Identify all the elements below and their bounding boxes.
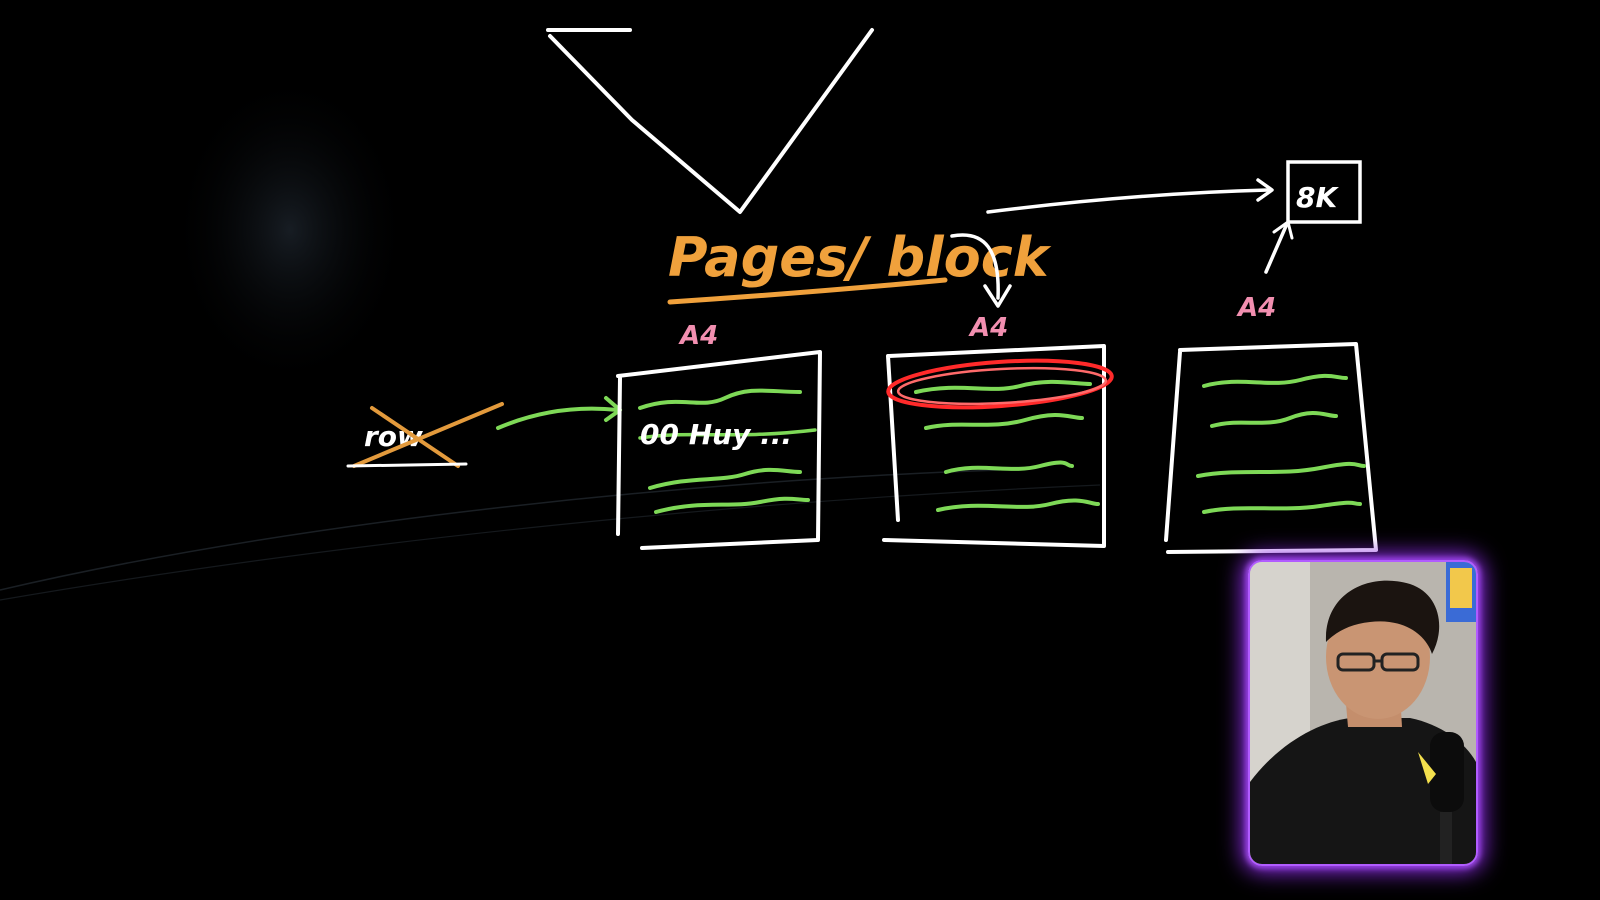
funnel-shape xyxy=(546,28,874,214)
record-line xyxy=(1202,500,1362,514)
cross-out-stroke xyxy=(370,406,460,468)
background-wave xyxy=(0,469,1001,591)
page-label-1: A4 xyxy=(678,321,718,351)
diagram-title: Pages/ block xyxy=(668,226,1052,289)
arrow-head xyxy=(1272,220,1294,240)
page-to-size-arrow xyxy=(1264,224,1288,274)
title-to-page-arrow xyxy=(950,233,1000,300)
record-line xyxy=(1210,410,1338,428)
highlight-circle xyxy=(886,358,1114,410)
record-line xyxy=(944,460,1074,474)
background-wave xyxy=(0,484,1101,601)
record-line xyxy=(1196,461,1366,478)
presenter-webcam xyxy=(1248,560,1478,866)
record-line xyxy=(648,467,802,490)
highlight-circle xyxy=(896,366,1108,406)
row-underline xyxy=(346,462,468,468)
row-to-page-arrow xyxy=(496,406,620,430)
record-line xyxy=(638,428,817,440)
title-underline xyxy=(667,277,948,305)
page-box-2 xyxy=(882,344,1114,548)
record-line xyxy=(654,496,810,514)
page-box-3 xyxy=(1164,342,1378,554)
presenter-video-icon xyxy=(1250,562,1476,864)
record-line xyxy=(914,379,1092,394)
page-label-3: A4 xyxy=(1236,293,1276,323)
first-record-text: 00 Huy ... xyxy=(640,418,792,451)
block-size-arrow xyxy=(986,188,1270,214)
record-line xyxy=(638,388,802,410)
page-label-2: A4 xyxy=(968,313,1008,343)
page-box-1: 00 Huy ... xyxy=(616,350,822,550)
record-line xyxy=(1202,373,1348,388)
size-box xyxy=(1286,160,1362,224)
arrow-head xyxy=(983,284,1012,308)
record-line xyxy=(936,498,1100,512)
cross-out-stroke xyxy=(352,402,504,468)
size-label: 8K xyxy=(1296,181,1339,214)
record-line xyxy=(924,412,1084,430)
arrow-head xyxy=(1256,178,1274,202)
background-smoke xyxy=(170,70,410,390)
